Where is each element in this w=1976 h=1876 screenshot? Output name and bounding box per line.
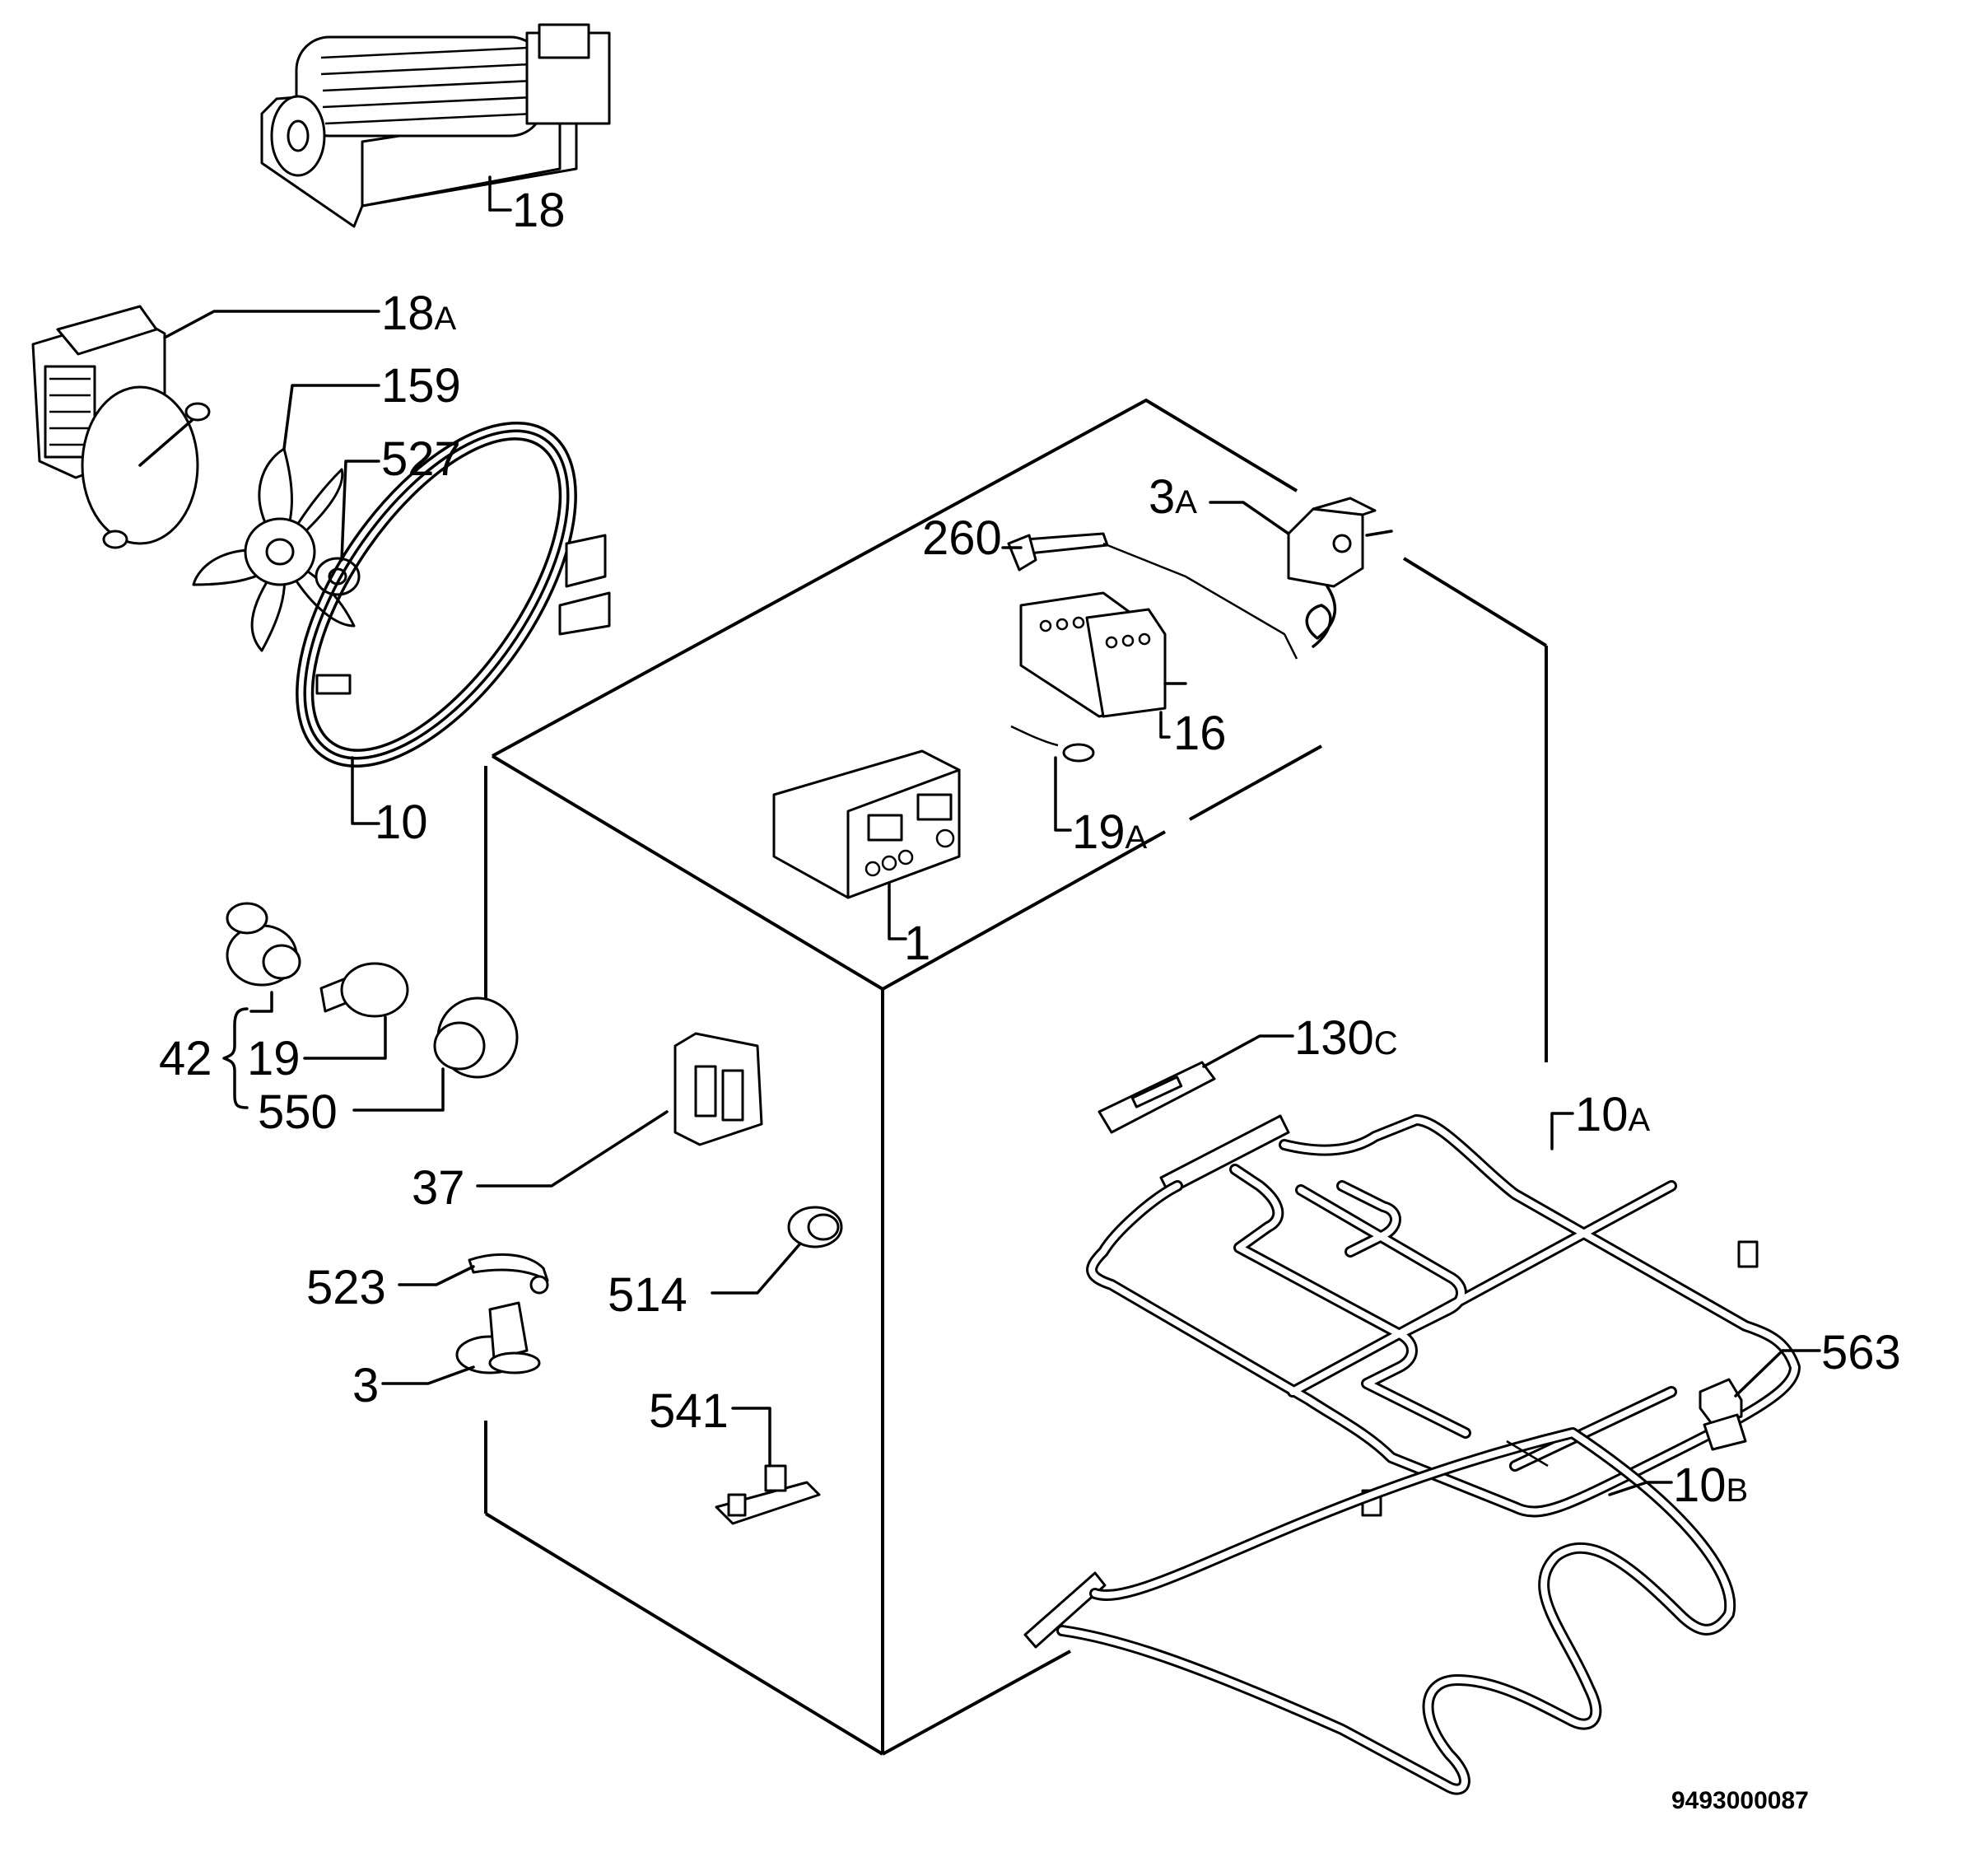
seal-plate-part: [1098, 1034, 1294, 1134]
callout-3a: 3A: [1149, 470, 1197, 524]
terminal-block-part: [476, 1032, 763, 1188]
callout-541: 541: [649, 1384, 729, 1438]
fan-motor-part: [31, 305, 380, 549]
callout-550: 550: [258, 1085, 338, 1139]
sensor-probe-part: [1001, 532, 1298, 660]
callout-10: 10: [375, 796, 428, 849]
safety-thermostat-part: [381, 1301, 541, 1385]
lamp-holder-part: [226, 902, 301, 1013]
callout-563: 563: [1821, 1326, 1901, 1379]
callout-260: 260: [922, 511, 1002, 565]
element-nut-part: [1699, 1349, 1821, 1451]
callout-10a: 10A: [1575, 1088, 1651, 1141]
lamp-set-brace: [222, 1007, 249, 1109]
lamp-cover-part: [352, 996, 519, 1112]
oven-cabinet-outline: [484, 398, 1548, 1756]
nut-part: [315, 460, 380, 596]
circular-heating-element-part: [296, 421, 611, 825]
callout-19a: 19A: [1072, 805, 1148, 859]
callout-16: 16: [1173, 707, 1227, 760]
callout-3: 3: [352, 1359, 379, 1412]
callout-42: 42: [159, 1032, 212, 1085]
clip-part: [398, 1253, 549, 1295]
callout-18a: 18A: [381, 287, 457, 340]
callout-10b: 10B: [1673, 1458, 1748, 1512]
tangential-fan-part: [260, 23, 611, 228]
callout-159: 159: [381, 359, 461, 413]
callout-1: 1: [904, 917, 930, 970]
callout-527: 527: [381, 432, 461, 486]
thermostat-part: [1209, 497, 1393, 648]
callout-37: 37: [412, 1161, 465, 1215]
callout-labels: 18 18A 159 527 10 3A 260 16 19A 1 42 19 …: [159, 184, 1901, 1512]
electronic-timer-part: [772, 749, 961, 940]
selector-switch-part: [1019, 591, 1187, 739]
callout-130c: 130C: [1294, 1011, 1398, 1065]
grommet-part: [711, 1206, 843, 1295]
lamp-bulb-part: [303, 962, 409, 1060]
lower-element-part: [1023, 1427, 1736, 1795]
callout-18: 18: [512, 184, 566, 237]
fan-blade-part: [192, 384, 380, 652]
callout-514: 514: [608, 1268, 687, 1322]
pilot-lamp-part: [1010, 725, 1095, 832]
connector-part: [715, 1407, 821, 1525]
drawing-number: 9493000087: [1671, 1787, 1809, 1814]
callout-19: 19: [247, 1032, 301, 1085]
grill-element-part: [1086, 1112, 1801, 1518]
callout-523: 523: [306, 1261, 386, 1314]
